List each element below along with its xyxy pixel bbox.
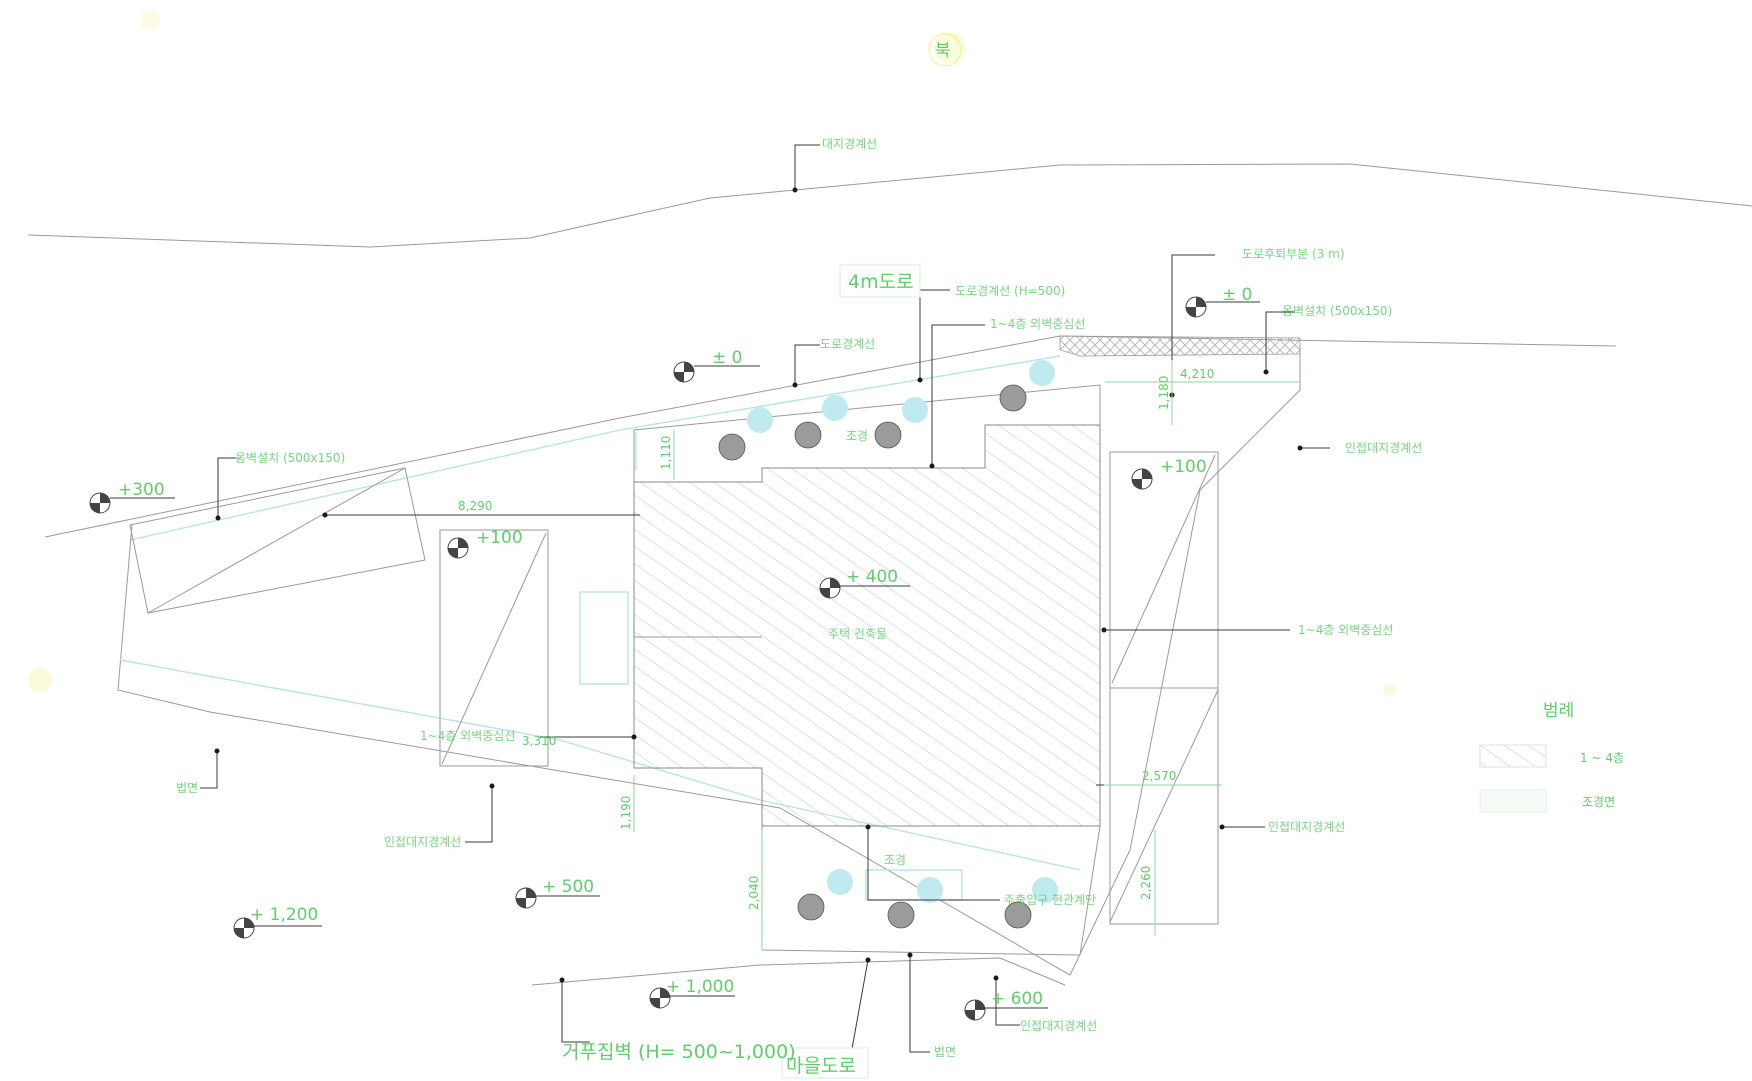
elevation-label: ± 0 (1222, 285, 1252, 305)
elevation-marker: + 500 (515, 877, 600, 909)
elevation-markers: ± 0 ± 0 +300 +100 + 400 +100 + 500 + 1,2… (89, 285, 1260, 1021)
road-crosshatch-strip (1059, 335, 1301, 357)
annotation-labels: 대지경계선 도로후퇴부분 (3 m) 옹벽설치 (500x150) 도로경계선 … (176, 137, 1422, 1059)
road-edge-inner (129, 355, 1061, 541)
north-arrow: 북 (928, 33, 962, 67)
annotation: 대지경계선 (822, 137, 877, 151)
dimension-label: 4,210 (1180, 367, 1214, 381)
annotation: 인접대지경계선 (1020, 1019, 1097, 1033)
annotation: 1~4층 외벽중심선 (1298, 623, 1393, 637)
annotation: 인접대지경계선 (1345, 441, 1422, 455)
tree-group (718, 360, 1058, 929)
elevation-marker: + 1,200 (233, 905, 322, 939)
legend: 범례 1 ~ 4층 조경면 (1479, 701, 1624, 813)
elevation-label: + 600 (991, 989, 1043, 1009)
dimension-label: 1,180 (1157, 376, 1171, 410)
annotation: 인접대지경계선 (384, 835, 461, 849)
building-footprint (633, 424, 1101, 827)
north-label: 북 (935, 41, 951, 61)
annotation: 도로후퇴부분 (3 m) (1242, 247, 1345, 261)
retaining-wall-label: 거푸집벽 (H= 500~1,000) (562, 1041, 796, 1063)
legend-swatch-plain (1479, 789, 1547, 813)
dimension-label: 2,040 (747, 876, 761, 910)
elevation-label: ± 0 (712, 348, 742, 368)
dimension-label: 8,290 (458, 499, 492, 513)
dimension-label: 1,110 (659, 436, 673, 470)
annotation: 법면 (934, 1045, 956, 1059)
annotation: 주택 건축물 (828, 627, 887, 641)
village-road-tag: 마을도로 (781, 1047, 869, 1079)
elevation-marker: +300 (89, 480, 175, 514)
annotation: 조경 (884, 853, 906, 867)
road-width-tag: 4m도로 (839, 264, 921, 298)
elevation-label: + 500 (542, 877, 594, 897)
annotation: 도로경계선 (820, 337, 875, 351)
annotation: 1~4층 외벽중심선 (420, 729, 515, 743)
annotation: 옹벽설치 (500x150) (235, 451, 345, 465)
elevation-marker: +100 (1131, 457, 1207, 490)
leader-lines (200, 144, 1330, 1061)
dimension-label: 2,570 (1142, 769, 1176, 783)
elevation-label: +300 (118, 480, 165, 500)
elevation-label: +100 (1160, 457, 1207, 477)
left-retaining-wall (129, 467, 426, 614)
legend-title: 범례 (1543, 701, 1574, 721)
annotation: 법면 (176, 781, 198, 795)
elevation-marker: ± 0 (673, 348, 760, 383)
village-road-label: 마을도로 (786, 1055, 856, 1077)
left-terrace (439, 529, 549, 767)
dimension-label: 2,260 (1139, 866, 1153, 900)
adjacent-line (119, 659, 1081, 871)
elevation-label: + 400 (846, 567, 898, 587)
annotation: 주출입구 현관계단 (1004, 893, 1096, 907)
elevation-marker: + 1,000 (649, 977, 735, 1009)
elevation-marker: ± 0 (1185, 285, 1260, 318)
road-edge-line (44, 335, 1617, 538)
road-width-label: 4m도로 (848, 271, 914, 293)
legend-item-label: 1 ~ 4층 (1580, 751, 1624, 765)
parcel-boundary (117, 345, 1301, 976)
annotation: 도로경계선 (H=500) (955, 284, 1065, 298)
annotation: 1~4층 외벽중심선 (990, 317, 1085, 331)
leader-dots (214, 187, 1303, 983)
annotation: 옹벽설치 (500x150) (1282, 304, 1392, 318)
elevation-marker: + 600 (964, 989, 1048, 1021)
legend-swatch-hatch (1479, 744, 1547, 768)
elevation-label: +100 (476, 528, 523, 548)
legend-item-label: 조경면 (1582, 795, 1615, 809)
parcel-boundary-lower (531, 957, 1066, 986)
dimension-lines: 4,210 1,180 1,110 8,290 3,310 1,190 2,04… (458, 360, 1300, 950)
elevation-marker: +100 (447, 528, 523, 559)
annotation: 조경 (846, 429, 868, 443)
elevation-label: + 1,000 (666, 977, 734, 997)
annotation: 인접대지경계선 (1268, 820, 1345, 834)
dimension-label: 1,190 (619, 796, 633, 830)
site-boundary-top (27, 163, 1752, 248)
elevation-label: + 1,200 (250, 905, 318, 925)
elevation-marker: + 400 (819, 567, 910, 599)
dimension-label: 3,310 (522, 734, 556, 748)
